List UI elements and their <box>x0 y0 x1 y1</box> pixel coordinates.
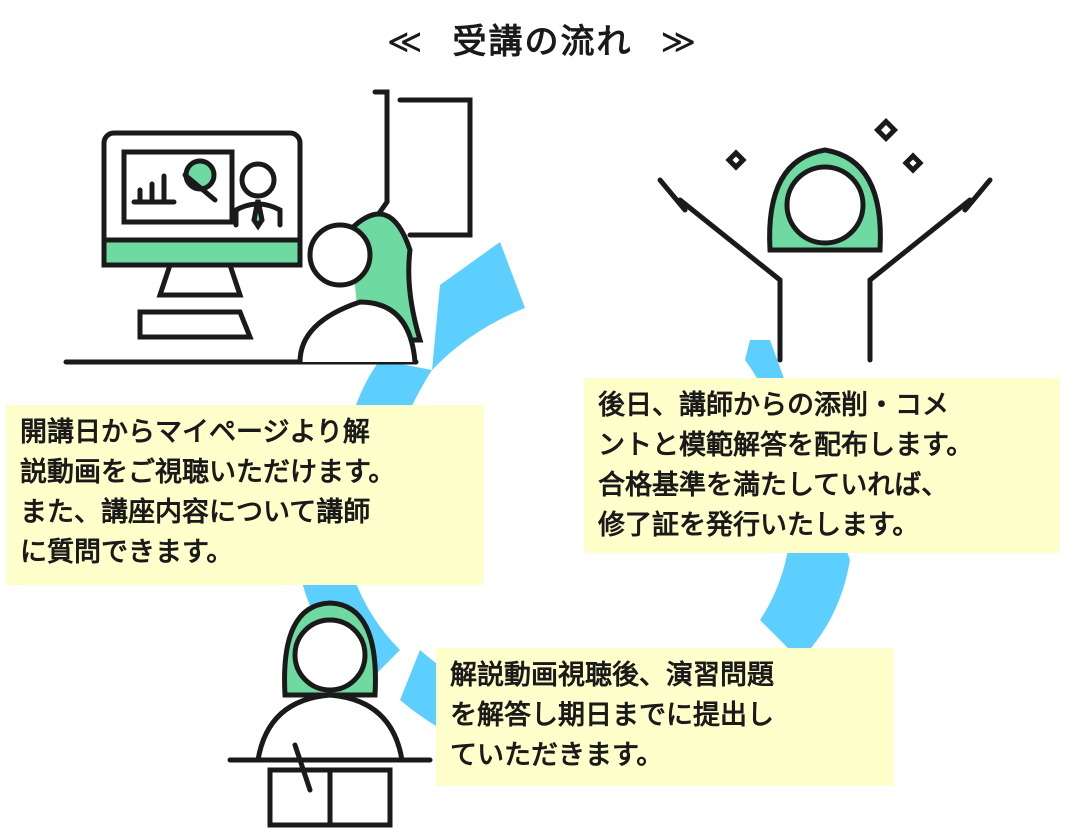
right-mark: ≫ <box>660 22 699 62</box>
step-1-box: 開講日からマイページより解 説動画をご視聴いただけます。 また、講座内容について… <box>6 405 484 585</box>
title-text: 受講の流れ <box>452 22 633 62</box>
step-3-box: 後日、講師からの添削・コメ ントと模範解答を配布します。 合格基準を満たしていれ… <box>584 378 1060 553</box>
left-mark: ≪ <box>386 22 425 62</box>
computer-scene-icon <box>63 89 473 365</box>
step-2-box: 解説動画視聴後、演習問題 を解答し期日までに提出し ていただきます。 <box>436 648 894 786</box>
studying-woman-icon <box>227 600 433 828</box>
page-title: ≪ 受講の流れ ≫ <box>0 14 1085 63</box>
celebrating-woman-icon <box>657 117 993 363</box>
